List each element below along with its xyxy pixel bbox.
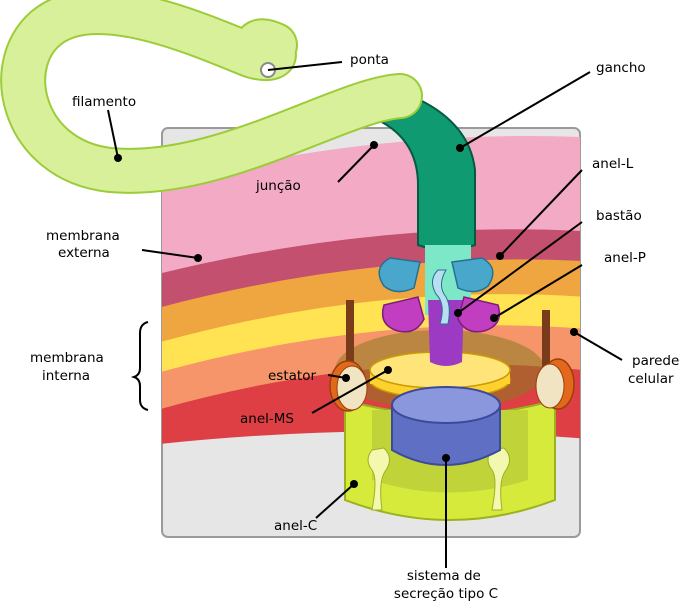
label-parede-celular-line2: celular bbox=[628, 371, 674, 387]
label-sistema-secrecao-line2: secreção tipo C bbox=[394, 586, 498, 602]
label-membrana-interna-line2: interna bbox=[42, 368, 90, 384]
label-bastao: bastão bbox=[596, 208, 642, 224]
label-membrana-externa-line1: membrana bbox=[46, 228, 120, 244]
label-filamento: filamento bbox=[72, 94, 136, 110]
membrana-interna-brace bbox=[134, 322, 148, 410]
label-anel-l: anel-L bbox=[592, 156, 634, 172]
leader-parede-celular bbox=[574, 332, 622, 360]
label-sistema-secrecao: sistema de secreção tipo C bbox=[394, 568, 498, 602]
label-parede-celular-line1: parede bbox=[632, 353, 679, 369]
label-parede-celular: parede celular bbox=[628, 353, 684, 387]
label-anel-p: anel-P bbox=[604, 250, 646, 266]
label-membrana-interna-line1: membrana bbox=[30, 350, 104, 366]
label-membrana-externa: membrana externa bbox=[46, 228, 124, 261]
label-anel-ms: anel-MS bbox=[240, 411, 294, 427]
label-gancho: gancho bbox=[596, 60, 646, 76]
label-estator: estator bbox=[268, 368, 316, 384]
label-anel-c: anel-C bbox=[274, 518, 317, 534]
type3-secretion-system bbox=[392, 387, 500, 465]
label-ponta: ponta bbox=[350, 52, 389, 68]
label-membrana-externa-line2: externa bbox=[58, 245, 110, 261]
label-sistema-secrecao-line1: sistema de bbox=[407, 568, 481, 584]
label-juncao: junção bbox=[255, 178, 301, 194]
label-membrana-interna: membrana interna bbox=[30, 350, 108, 384]
